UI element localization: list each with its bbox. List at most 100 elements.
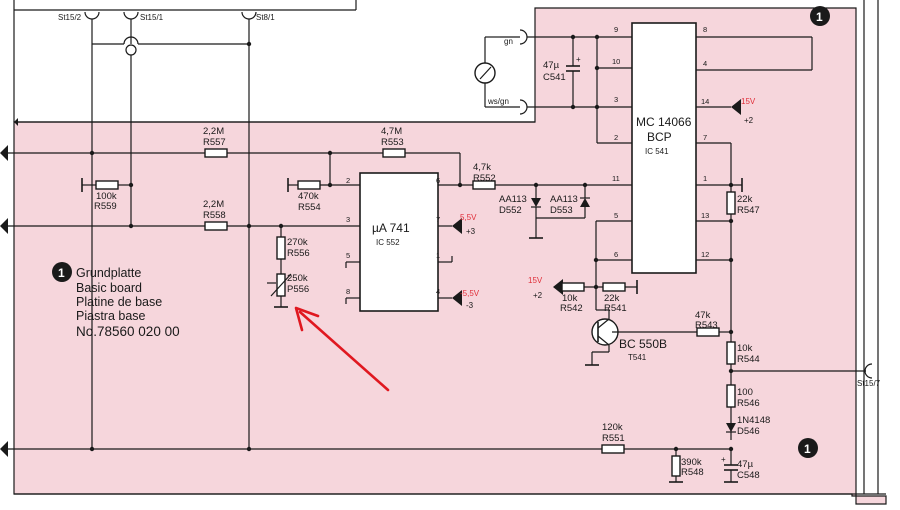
resistor-r553: 4,7M R553 <box>381 126 406 158</box>
r546-value: 100 <box>737 387 753 398</box>
annotation-arrow <box>294 306 390 392</box>
connector-st15-2: St15/2 <box>58 11 100 44</box>
supply-minus5v5-label: -5,5V <box>460 289 480 298</box>
r544-ref: R544 <box>737 354 760 365</box>
c541-value: 47µ <box>543 60 560 71</box>
supply-5v5-label: 5,5V <box>460 213 477 222</box>
r541-ref: R541 <box>604 303 627 314</box>
junction <box>728 182 734 188</box>
junction <box>128 223 134 229</box>
svg-text:2: 2 <box>346 176 350 185</box>
r551-ref: R551 <box>602 433 625 444</box>
svg-text:4: 4 <box>703 59 707 68</box>
ic541-variant: BCP <box>647 130 672 144</box>
input-arrow-1 <box>0 145 8 161</box>
meter-gn-label: gn <box>504 37 513 46</box>
input-arrow-2 <box>0 218 8 234</box>
svg-text:13: 13 <box>701 211 709 220</box>
top-paper-strip <box>14 0 534 121</box>
r556-value: 270k <box>287 237 308 248</box>
svg-text:+: + <box>721 455 726 464</box>
diode-d546: 1N4148 D546 <box>726 415 770 437</box>
svg-text:8: 8 <box>346 287 350 296</box>
resistor-r546: 100 R546 <box>726 384 760 409</box>
svg-text:7: 7 <box>703 133 707 142</box>
supply-plus3-label: +3 <box>466 227 476 236</box>
resistor-r556: 270k R556 <box>276 226 310 274</box>
junction <box>593 257 599 263</box>
st15-7-label: St15/7 <box>857 379 881 388</box>
svg-text:3: 3 <box>346 215 350 224</box>
resistor-r551: 120k R551 <box>601 422 625 454</box>
r548-ref: R548 <box>681 467 704 478</box>
svg-text:4: 4 <box>436 287 440 296</box>
d546-ref: D546 <box>737 426 760 437</box>
r551-value: 120k <box>602 422 623 433</box>
d553-type: AA113 <box>550 194 578 205</box>
c548-ref: C548 <box>737 470 760 481</box>
junction <box>728 257 734 263</box>
r541-value: 22k <box>604 293 620 304</box>
svg-text:7: 7 <box>436 215 440 224</box>
t541-ref: T541 <box>628 353 647 362</box>
meter-instrument: gn ws/gn <box>474 29 528 115</box>
r553-ref: R553 <box>381 137 404 148</box>
input-arrow-3 <box>0 441 8 457</box>
d552-type: AA113 <box>499 194 527 205</box>
r557-value: 2,2M <box>203 126 224 137</box>
svg-text:1: 1 <box>703 174 707 183</box>
t541-type: BC 550B <box>619 337 667 351</box>
resistor-r554: 470k R554 <box>287 178 360 213</box>
junction <box>89 446 95 452</box>
r548-value: 390k <box>681 457 702 468</box>
svg-text:8: 8 <box>703 25 707 34</box>
board-title-it: Piastra base <box>76 309 146 323</box>
r557-ref: R557 <box>203 137 226 148</box>
connector-st8-1: St8/1 <box>241 11 275 450</box>
svg-text:9: 9 <box>614 25 618 34</box>
resistor-r558: 2,2M R558 <box>203 199 228 231</box>
diode-d552: AA113 D552 <box>499 185 543 239</box>
junction <box>457 182 463 188</box>
junction <box>594 65 600 71</box>
svg-text:6: 6 <box>436 176 440 185</box>
p556-ref: P556 <box>287 284 309 295</box>
resistor-r548: 390k R548 <box>669 449 704 483</box>
svg-text:3: 3 <box>614 95 618 104</box>
resistor-r557: 2,2M R557 <box>203 126 228 158</box>
r559-value: 100k <box>96 191 117 202</box>
resistor-r543: 47k R543 <box>695 310 734 337</box>
p556-value: 250k <box>287 273 308 284</box>
ic552-opamp: µA 741 IC 552 2 3 5 8 6 7 1 4 <box>346 172 440 312</box>
r553-value: 4,7M <box>381 126 402 137</box>
supply-plus2-bottom: 15V +2 <box>528 276 563 300</box>
board-number-badge-top: 1 <box>810 6 830 26</box>
board-part-number: No.78560 020 00 <box>76 324 180 339</box>
board-title: Grundplatte <box>76 266 141 280</box>
resistor-r547: 22k R547 <box>726 191 760 216</box>
capacitor-c541: + 47µ C541 <box>543 37 581 107</box>
supply-15v-label-2: 15V <box>528 276 543 285</box>
svg-text:+: + <box>576 55 581 64</box>
svg-text:1: 1 <box>436 251 440 260</box>
svg-text:14: 14 <box>701 97 709 106</box>
r559-ref: R559 <box>94 201 117 212</box>
potentiometer-p556[interactable]: 250k P556 <box>267 273 309 308</box>
junction <box>246 41 252 47</box>
r546-ref: R546 <box>737 398 760 409</box>
r554-value: 470k <box>298 191 319 202</box>
junction <box>593 284 599 290</box>
junction <box>728 218 734 224</box>
junction <box>728 368 734 374</box>
connector-st15-1: St15/1 <box>123 11 164 44</box>
r556-ref: R556 <box>287 248 310 259</box>
transistor-t541: BC 550B T541 <box>585 309 697 366</box>
st8-1-label: St8/1 <box>256 13 275 22</box>
supply-minus3: -5,5V -3 <box>438 289 480 310</box>
st15-2-label: St15/2 <box>58 13 82 22</box>
c548-value: 47µ <box>737 459 754 470</box>
r543-ref: R543 <box>695 320 718 331</box>
meter-ws-gn-label: ws/gn <box>487 97 509 106</box>
ic541-switch: MC 14066 BCP IC 541 9 10 3 2 11 5 6 8 4 … <box>612 22 709 274</box>
r552-ref: R552 <box>473 173 496 184</box>
